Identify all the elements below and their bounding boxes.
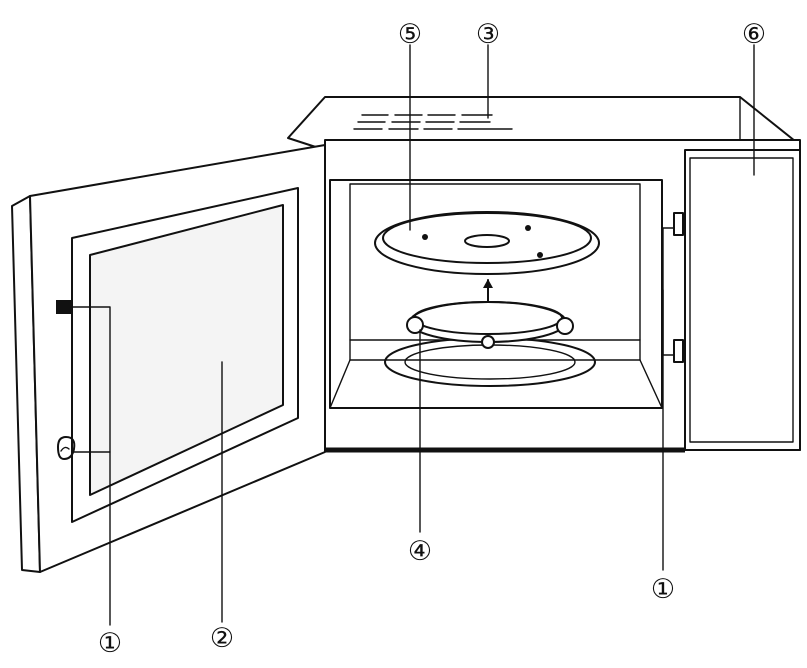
assembly-arrow — [483, 279, 493, 303]
callout-waveguide-cover: ③ — [476, 19, 500, 50]
turntable — [374, 211, 600, 275]
callout-turntable: ⑤ — [398, 19, 422, 50]
callout-door-latch-right: ① — [651, 574, 675, 605]
callout-roller-ring: ④ — [408, 536, 432, 567]
callout-labels: ① ② ③ ⑤ ④ ⑥ ① — [98, 19, 766, 659]
callout-control-panel: ⑥ — [742, 19, 766, 50]
oven-door — [11, 144, 326, 573]
callout-door-window: ② — [210, 623, 234, 654]
control-panel — [684, 149, 801, 451]
leader-lines — [71, 44, 755, 626]
vent-slots — [353, 114, 513, 130]
callout-door-latch-left: ① — [98, 628, 122, 659]
oven-cavity — [329, 179, 663, 409]
